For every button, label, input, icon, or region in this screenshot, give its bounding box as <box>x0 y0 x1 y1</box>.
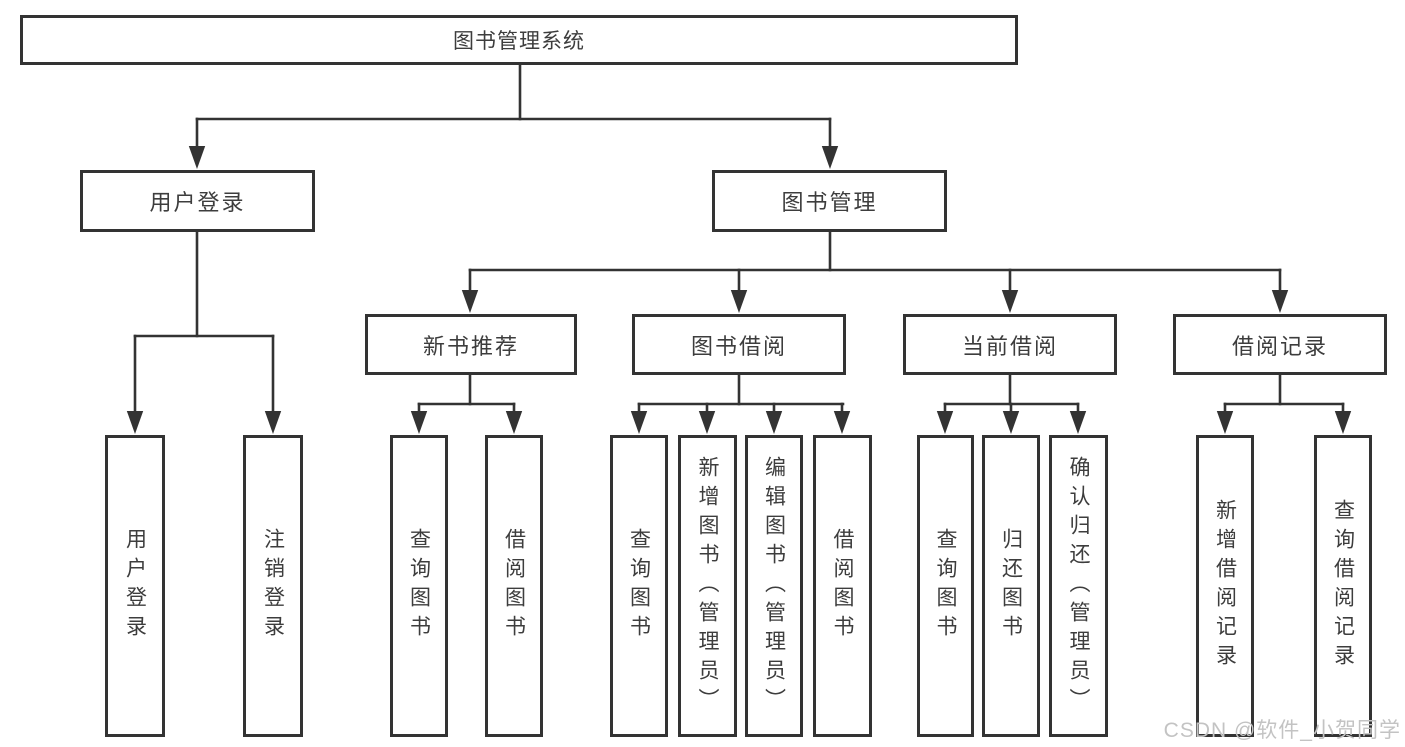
leaf-query-books-recommend: 查询图书 <box>390 435 448 737</box>
leaf-query-books-current: 查询图书 <box>917 435 974 737</box>
node-label: 查询图书 <box>627 528 651 644</box>
connector <box>461 230 1289 313</box>
node-label: 编辑图书（管理员） <box>762 455 786 717</box>
node-borrowing-records: 借阅记录 <box>1173 314 1387 375</box>
node-label: 用户登录 <box>149 190 246 215</box>
node-label: 用户登录 <box>123 528 147 644</box>
node-label: 确认归还（管理员） <box>1067 455 1090 717</box>
leaf-confirm-return-admin: 确认归还（管理员） <box>1049 435 1108 737</box>
csdn-watermark: CSDN @软件_小贺同学 <box>1163 719 1401 742</box>
node-label: 借阅记录 <box>1231 333 1328 359</box>
leaf-borrow-books-recommend: 借阅图书 <box>485 435 543 737</box>
leaf-query-borrow-record: 查询借阅记录 <box>1314 435 1372 737</box>
node-current-borrowing: 当前借阅 <box>903 314 1117 375</box>
connector <box>410 373 523 434</box>
node-label: 查询图书 <box>934 528 957 644</box>
leaf-return-books: 归还图书 <box>982 435 1040 737</box>
connector <box>188 63 839 169</box>
node-label: 新增借阅记录 <box>1213 499 1237 673</box>
node-label: 注销登录 <box>261 528 285 644</box>
node-book-management-system: 图书管理系统 <box>20 15 1018 65</box>
node-book-management: 图书管理 <box>712 170 947 232</box>
leaf-user-login: 用户登录 <box>105 435 165 737</box>
connector <box>126 230 282 434</box>
node-label: 查询借阅记录 <box>1331 499 1355 673</box>
node-label: 图书借阅 <box>690 333 787 359</box>
node-label: 借阅图书 <box>502 528 526 644</box>
node-label: 图书管理系统 <box>453 30 585 53</box>
node-label: 查询图书 <box>407 528 431 644</box>
node-book-borrowing: 图书借阅 <box>632 314 846 375</box>
node-label: 当前借阅 <box>961 333 1058 359</box>
leaf-logout: 注销登录 <box>243 435 303 737</box>
leaf-edit-books-admin: 编辑图书（管理员） <box>745 435 803 737</box>
connector <box>936 373 1087 434</box>
node-label: 新书推荐 <box>422 333 519 359</box>
connector <box>1216 373 1352 434</box>
node-user-login: 用户登录 <box>80 170 315 232</box>
node-label: 图书管理 <box>781 190 878 215</box>
leaf-add-borrow-record: 新增借阅记录 <box>1196 435 1254 737</box>
node-label: 借阅图书 <box>831 528 854 644</box>
leaf-add-books-admin: 新增图书（管理员） <box>678 435 737 737</box>
node-label: 新增图书（管理员） <box>696 455 719 717</box>
node-label: 归还图书 <box>999 528 1023 644</box>
node-new-book-recommendation: 新书推荐 <box>365 314 577 375</box>
connector <box>630 373 851 434</box>
leaf-query-books-borrow: 查询图书 <box>610 435 668 737</box>
leaf-borrow-books: 借阅图书 <box>813 435 872 737</box>
